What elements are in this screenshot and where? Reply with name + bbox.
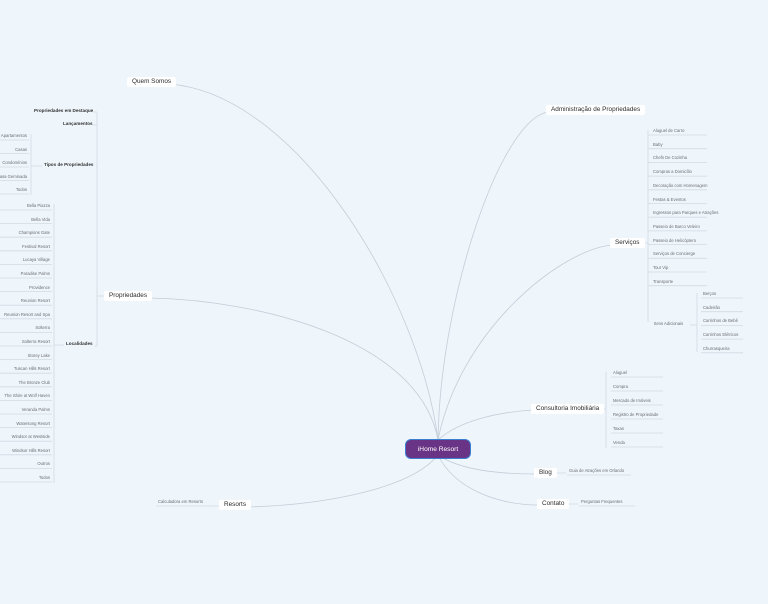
branch-administracao[interactable]: Administração de Propriedades bbox=[546, 105, 646, 116]
extras-item-2[interactable]: Carrinhos de Bebê bbox=[703, 318, 738, 324]
localidades-item-6[interactable]: Providence bbox=[29, 284, 50, 290]
localidades-item-11[interactable]: Storey Lake bbox=[27, 352, 50, 358]
blog-item-0[interactable]: Guia de Atrações em Orlando bbox=[569, 468, 625, 473]
localidades-item-14[interactable]: The Shire at Wolf Haven bbox=[4, 393, 50, 399]
servicos-item-5[interactable]: Festas & Eventos bbox=[653, 196, 686, 202]
contato-item-0[interactable]: Perguntas Frequentes bbox=[581, 499, 623, 504]
servicos-item-9[interactable]: Serviços de Concierge bbox=[653, 251, 696, 257]
branch-consultoria[interactable]: Consultoria Imobiliária bbox=[531, 404, 605, 415]
extras-item-1[interactable]: Cadeirão bbox=[703, 304, 720, 310]
localidades-item-18[interactable]: Windsor Hills Resort bbox=[12, 447, 50, 453]
branch-propriedades[interactable]: Propriedades bbox=[104, 291, 153, 302]
consultoria-item-0[interactable]: Aluguel bbox=[613, 370, 627, 375]
tipos-item-0[interactable]: Apartamentos bbox=[0, 133, 27, 138]
servicos-item-4[interactable]: Decoração com Homenagem bbox=[653, 182, 708, 188]
localidades-item-17[interactable]: Windsor at Westside bbox=[11, 434, 50, 440]
localidades-item-19[interactable]: Outros bbox=[37, 461, 50, 467]
localidades-item-1[interactable]: Bella Vida bbox=[31, 216, 50, 222]
servicos-item-1[interactable]: Baby bbox=[653, 141, 663, 147]
sub-tipos[interactable]: Tipos de Propriedades bbox=[44, 162, 94, 167]
branch-contato[interactable]: Contato bbox=[537, 499, 570, 510]
extras-item-4[interactable]: Churrasqueira bbox=[703, 345, 730, 351]
root-label: iHome Resort bbox=[417, 445, 459, 453]
localidades-item-16[interactable]: Watersong Resort bbox=[16, 420, 50, 426]
consultoria-item-3[interactable]: Registro de Propriedade bbox=[613, 412, 659, 417]
servicos-item-2[interactable]: Chefs De Cozinha bbox=[653, 155, 687, 161]
branch-blog[interactable]: Blog bbox=[534, 468, 557, 479]
consultoria-item-2[interactable]: Mercado de Imóveis bbox=[613, 398, 651, 403]
branch-quem-somos[interactable]: Quem Somos bbox=[127, 77, 177, 88]
root-node[interactable]: iHome Resort bbox=[405, 439, 471, 459]
localidades-item-15[interactable]: Veranda Palms bbox=[21, 407, 50, 412]
localidades-item-9[interactable]: Solterra bbox=[35, 325, 50, 331]
localidades-item-12[interactable]: Tuscan Hills Resort bbox=[13, 366, 50, 372]
extras-item-0[interactable]: Berços bbox=[703, 291, 717, 296]
extras-item-3[interactable]: Carrinhos Elétricos bbox=[703, 332, 739, 338]
localidades-item-5[interactable]: Paradise Palms bbox=[20, 271, 50, 276]
branch-servicos[interactable]: Serviços bbox=[610, 238, 645, 249]
resorts-item-0[interactable]: Calculadora em Resorts bbox=[158, 499, 203, 504]
localidades-item-20[interactable]: Todos bbox=[38, 475, 50, 480]
localidades-item-2[interactable]: Champions Gate bbox=[18, 230, 50, 236]
tipos-item-1[interactable]: Casas bbox=[15, 146, 27, 152]
tipos-item-3[interactable]: Casa Geminada bbox=[0, 173, 27, 179]
tipos-item-4[interactable]: Todos bbox=[15, 187, 27, 192]
branch-resorts[interactable]: Resorts bbox=[219, 500, 252, 511]
localidades-item-13[interactable]: The Bronze Club bbox=[18, 379, 50, 385]
localidades-item-8[interactable]: Reunion Resort and Spa bbox=[4, 311, 50, 317]
tipos-item-2[interactable]: Condomínios bbox=[2, 160, 27, 165]
sub-propriedades-destaque[interactable]: Propriedades em Destaque bbox=[34, 108, 94, 113]
servicos-item-11[interactable]: Transporte bbox=[653, 278, 674, 284]
localidades-item-10[interactable]: Solterra Resort bbox=[21, 339, 50, 344]
consultoria-item-4[interactable]: Taxas bbox=[613, 426, 624, 431]
localidades-item-0[interactable]: Bella Piazza bbox=[26, 203, 50, 208]
servicos-item-10[interactable]: Tour Vip bbox=[653, 265, 669, 270]
servicos-item-8[interactable]: Passeio de Helicóptero bbox=[653, 237, 697, 243]
servicos-item-6[interactable]: Ingressos para Parques e Atrações bbox=[653, 210, 719, 216]
consultoria-item-5[interactable]: Venda bbox=[613, 440, 625, 445]
servicos-item-0[interactable]: Aluguel de Carro bbox=[653, 128, 685, 133]
localidades-item-7[interactable]: Reunion Resort bbox=[20, 298, 50, 304]
localidades-item-4[interactable]: Lucaya Village bbox=[22, 257, 50, 263]
sub-lancamentos[interactable]: Lançamentos bbox=[63, 121, 93, 126]
sub-localidades[interactable]: Localidades bbox=[66, 341, 93, 346]
sub-itens-adicionais[interactable]: Itens Adicionais bbox=[654, 321, 684, 326]
servicos-item-3[interactable]: Compras a Domicílio bbox=[653, 169, 692, 175]
localidades-item-3[interactable]: Festival Resort bbox=[22, 243, 50, 249]
servicos-item-7[interactable]: Passeio de Barco Veleiro bbox=[653, 223, 700, 229]
consultoria-item-1[interactable]: Compra bbox=[613, 384, 628, 389]
